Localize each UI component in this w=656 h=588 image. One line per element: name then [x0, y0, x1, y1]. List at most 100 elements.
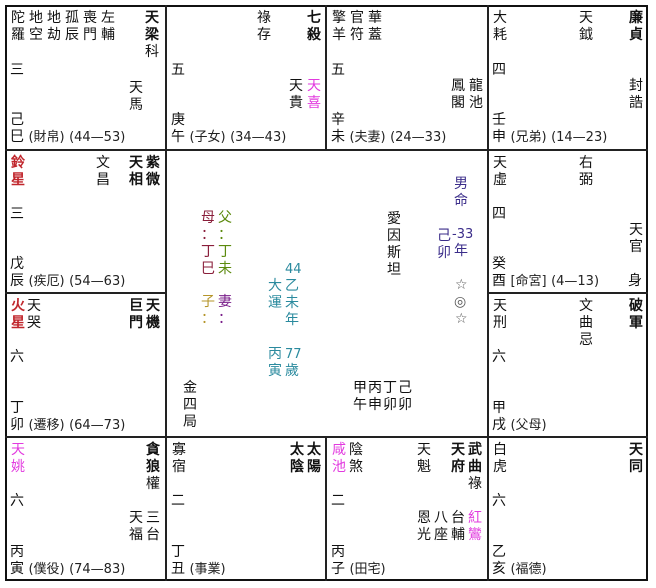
- current-branch: 寅: [268, 363, 282, 379]
- major-star: 廉貞: [629, 10, 643, 43]
- minor-star: 陀羅: [11, 10, 25, 43]
- age-range: (64—73): [69, 418, 126, 433]
- age-range: (54—63): [69, 274, 126, 289]
- bureau-number: 四: [492, 206, 506, 222]
- major-star: 天相: [129, 155, 143, 188]
- lower-star: 天喜: [307, 78, 321, 111]
- age-range: (4—13): [551, 274, 600, 289]
- grid-line: [5, 292, 166, 294]
- palace-footer: 巳 (財帛) (44—53): [10, 129, 125, 146]
- major-star: 太陰: [290, 442, 304, 475]
- palace-footer: 午 (子女) (34—43): [171, 129, 286, 146]
- lower-star: 紅鸞: [468, 510, 482, 543]
- decade-age: 44: [285, 262, 302, 277]
- minor-star: 地空: [29, 10, 43, 43]
- four-pillars-branches: 午申卯卯: [353, 397, 413, 413]
- minor-star: 火星: [11, 298, 25, 331]
- minor-star: 鈴星: [11, 155, 25, 188]
- minor-star: 天刑: [493, 298, 507, 331]
- mid-star: 天魁: [417, 442, 431, 475]
- palace-name: (父母): [510, 418, 547, 433]
- minor-star: 祿存: [257, 10, 271, 43]
- earthly-branch: 辰: [10, 273, 24, 289]
- decade-label: 大運: [268, 278, 282, 311]
- birth-year-offset: -33: [452, 227, 474, 242]
- palace-footer: 亥 (福德): [492, 561, 547, 578]
- heavenly-stem: 己: [10, 112, 24, 128]
- earthly-branch: 亥: [492, 561, 506, 577]
- bureau-number: 五: [331, 62, 345, 78]
- palace-name: (財帛): [28, 130, 65, 145]
- minor-star: 天哭: [27, 298, 41, 331]
- palace-footer: 辰 (疾厄) (54—63): [10, 273, 125, 290]
- mid-star: 文曲: [579, 298, 593, 331]
- lower-star: 龍池: [469, 78, 483, 111]
- minor-star: 天姚: [11, 442, 25, 475]
- star-symbol-icon: ☆: [455, 277, 468, 293]
- lower-star: 天貴: [289, 78, 303, 111]
- age-range: (44—53): [69, 130, 126, 145]
- heavenly-stem: 丙: [331, 544, 345, 560]
- bureau-number: 四: [492, 62, 506, 78]
- minor-star: 左輔: [101, 10, 115, 43]
- palace-footer: 戌 (父母): [492, 417, 547, 434]
- major-star: 七殺: [307, 10, 321, 43]
- colon: ：: [201, 311, 215, 327]
- age-range: (24—33): [390, 130, 447, 145]
- heavenly-stem: 壬: [492, 112, 506, 128]
- lower-star: 鳳閣: [451, 78, 465, 111]
- bureau-number: 三: [10, 62, 24, 78]
- minor-star: 大耗: [493, 10, 507, 43]
- age-range: (14—23): [551, 130, 608, 145]
- major-star: 太陽: [307, 442, 321, 475]
- heavenly-stem: 癸: [492, 256, 506, 272]
- bureau-number: 六: [492, 493, 506, 509]
- palace-name: (事業): [189, 562, 226, 577]
- lower-star: 天馬: [129, 80, 143, 113]
- bureau-number: 六: [492, 349, 506, 365]
- major-star: 紫微: [146, 155, 160, 188]
- earthly-branch: 午: [171, 129, 185, 145]
- mid-star: 文昌: [96, 155, 110, 188]
- palace-name: (僕役): [28, 562, 65, 577]
- element-bureau: 金四局: [183, 380, 197, 430]
- mother-branch: 巳: [201, 261, 215, 277]
- heavenly-stem: 丙: [10, 544, 24, 560]
- lower-star: 八座: [434, 510, 448, 543]
- current-age-suffix: 歲: [285, 363, 299, 379]
- bureau-number: 三: [10, 206, 24, 222]
- heavenly-stem: 乙: [492, 544, 506, 560]
- transform-badge: 科: [145, 44, 159, 60]
- palace-footer: 酉 [命宮] (4—13): [492, 273, 599, 290]
- heavenly-stem: 丁: [10, 400, 24, 416]
- minor-star: 寡宿: [172, 442, 186, 475]
- palace-footer: 丑 (事業): [171, 561, 226, 578]
- lower-star: 天官: [629, 222, 643, 255]
- earthly-branch: 申: [492, 129, 506, 145]
- age-range: (34—43): [230, 130, 287, 145]
- earthly-branch: 卯: [10, 417, 24, 433]
- major-star: 天府: [451, 442, 465, 475]
- spouse-label: 妻: [218, 294, 232, 310]
- colon: ：: [218, 311, 232, 327]
- current-stem: 丙: [268, 346, 282, 362]
- minor-star: 白虎: [493, 442, 507, 475]
- minor-star: 喪門: [83, 10, 97, 43]
- palace-name: [命宮]: [510, 274, 547, 289]
- mid-star: 天鉞: [579, 10, 593, 43]
- heavenly-stem: 庚: [171, 112, 185, 128]
- decade-branch: 未: [285, 295, 299, 311]
- father-stem: 丁: [218, 244, 232, 260]
- mother-label: 母: [201, 210, 215, 226]
- grid-line: [165, 5, 167, 581]
- grid-line: [5, 436, 648, 438]
- grid-line: [325, 436, 327, 581]
- bureau-number: 二: [171, 493, 185, 509]
- birth-year-ganzhi: 己卯: [437, 228, 451, 261]
- earthly-branch: 戌: [492, 417, 506, 433]
- heavenly-stem: 甲: [492, 400, 506, 416]
- earthly-branch: 寅: [10, 561, 24, 577]
- lower-star: 三台: [146, 510, 160, 543]
- minor-star: 咸池: [332, 442, 346, 475]
- age-range: (74—83): [69, 562, 126, 577]
